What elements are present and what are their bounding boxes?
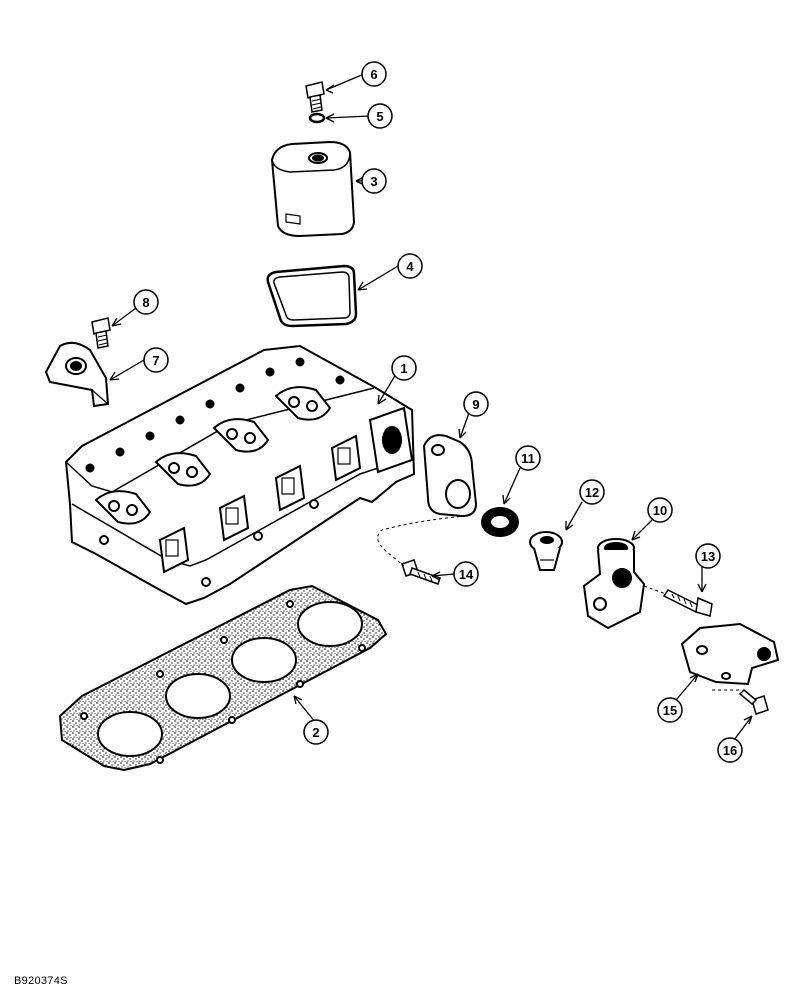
callout-13: 13 [695, 543, 721, 569]
callout-11: 11 [515, 445, 541, 471]
svg-text:11: 11 [521, 451, 535, 466]
part-16-bolt [738, 688, 769, 715]
callouts: 1 2 3 4 5 6 7 8 9 10 11 12 13 14 15 16 [133, 61, 743, 763]
svg-text:16: 16 [723, 743, 737, 758]
svg-text:4: 4 [406, 259, 414, 274]
part-9-outlet-gasket [422, 434, 478, 518]
part-14-bolt [401, 559, 441, 585]
svg-text:12: 12 [585, 485, 599, 500]
svg-text:13: 13 [701, 549, 715, 564]
part-12-thermostat [529, 531, 563, 571]
callout-14: 14 [453, 561, 479, 587]
callout-16: 16 [717, 737, 743, 763]
part-2-head-gasket [58, 584, 388, 772]
callout-1: 1 [391, 355, 417, 381]
part-1-cylinder-head [64, 344, 416, 606]
callout-5: 5 [367, 103, 393, 129]
svg-text:7: 7 [152, 353, 159, 368]
callout-15: 15 [657, 697, 683, 723]
part-6-bolt [305, 81, 325, 113]
part-11-seal [481, 507, 519, 537]
svg-text:9: 9 [472, 397, 479, 412]
part-3-cover [270, 140, 356, 238]
callout-7: 7 [143, 347, 169, 373]
leader-lines [109, 73, 753, 741]
svg-text:1: 1 [400, 361, 407, 376]
part-5-washer [308, 112, 326, 124]
part-10-thermostat-housing [582, 538, 646, 630]
callout-9: 9 [463, 391, 489, 417]
assembly-lines [377, 515, 740, 691]
svg-text:15: 15 [663, 703, 677, 718]
callout-6: 6 [361, 61, 387, 87]
svg-text:5: 5 [376, 109, 383, 124]
svg-text:2: 2 [312, 725, 319, 740]
callout-8: 8 [133, 289, 159, 315]
callout-10: 10 [647, 497, 673, 523]
svg-text:10: 10 [653, 503, 667, 518]
callout-3: 3 [361, 168, 387, 194]
part-4-gasket [266, 264, 358, 328]
figure-code: B920374S [14, 975, 68, 987]
svg-text:14: 14 [459, 567, 474, 582]
part-8-bolt [91, 317, 111, 349]
part-7-lifting-bracket [44, 341, 110, 408]
callout-12: 12 [579, 479, 605, 505]
callout-4: 4 [397, 253, 423, 279]
svg-text:8: 8 [142, 295, 149, 310]
part-13-bolt [662, 589, 713, 617]
svg-text:3: 3 [370, 174, 377, 189]
part-15-bracket [680, 622, 780, 686]
svg-text:6: 6 [370, 67, 377, 82]
callout-2: 2 [303, 719, 329, 745]
